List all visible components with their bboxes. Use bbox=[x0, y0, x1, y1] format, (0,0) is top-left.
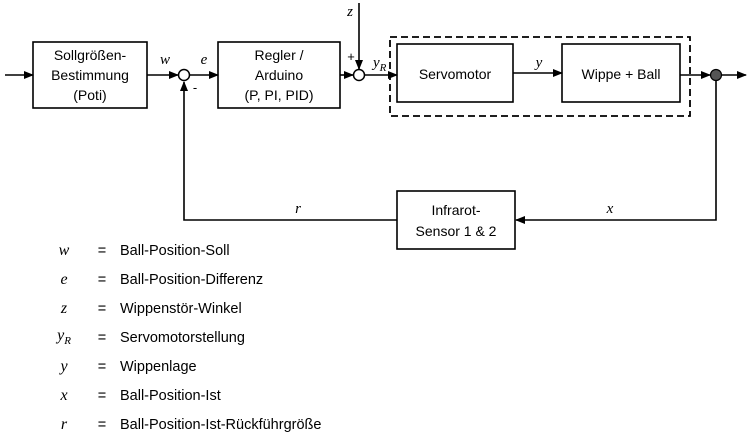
setpoint-block: Sollgrößen- Bestimmung (Poti) bbox=[32, 41, 148, 109]
signal-x-label: x bbox=[606, 201, 614, 217]
seesaw-block: Wippe + Ball bbox=[561, 43, 681, 103]
signal-r-label: r bbox=[295, 201, 301, 217]
setpoint-label-2: Bestimmung bbox=[51, 67, 129, 83]
legend-symbol: e bbox=[60, 270, 68, 288]
legend-description: Ball-Position-Soll bbox=[120, 242, 230, 259]
legend-equals: = bbox=[97, 358, 107, 375]
signal-e-label: e bbox=[201, 52, 208, 68]
signal-z-label: z bbox=[346, 4, 353, 20]
controller-label-3: (P, PI, PID) bbox=[245, 87, 314, 103]
sensor-block: Infrarot- Sensor 1 & 2 bbox=[396, 190, 516, 250]
legend-symbol: z bbox=[60, 299, 68, 317]
servomotor-block: Servomotor bbox=[396, 43, 514, 103]
legend-row: z = Wippenstör-Winkel bbox=[40, 294, 321, 323]
legend-description: Ball-Position-Ist-Rückführgröße bbox=[120, 416, 322, 433]
legend-description: Ball-Position-Ist bbox=[120, 387, 221, 404]
sensor-label-2: Sensor 1 & 2 bbox=[416, 223, 497, 239]
plus-sign: + bbox=[347, 49, 355, 64]
legend-equals: = bbox=[97, 271, 107, 288]
legend-description: Servomotorstellung bbox=[120, 329, 245, 346]
legend-row: w = Ball-Position-Soll bbox=[40, 236, 321, 265]
controller-label-2: Arduino bbox=[255, 67, 303, 83]
legend-row: e = Ball-Position-Differenz bbox=[40, 265, 321, 294]
controller-block: Regler / Arduino (P, PI, PID) bbox=[217, 41, 341, 109]
legend-description: Wippenlage bbox=[120, 358, 197, 375]
signal-yR-label: yR bbox=[371, 55, 387, 74]
legend-symbol: y bbox=[60, 357, 68, 375]
servomotor-label: Servomotor bbox=[419, 66, 492, 82]
setpoint-label-3: (Poti) bbox=[73, 87, 106, 103]
branch-point bbox=[709, 68, 723, 82]
legend-description: Ball-Position-Differenz bbox=[120, 271, 264, 288]
legend-equals: = bbox=[97, 329, 107, 346]
summing-junction-error bbox=[177, 68, 191, 82]
legend-row: yR = Servomotorstellung bbox=[40, 323, 321, 352]
legend-equals: = bbox=[97, 242, 107, 259]
legend-row: y = Wippenlage bbox=[40, 352, 321, 381]
x-feedback-line bbox=[515, 81, 717, 224]
legend-symbol: yR bbox=[57, 327, 71, 348]
seesaw-label: Wippe + Ball bbox=[582, 66, 661, 82]
signal-w-label: w bbox=[160, 52, 170, 68]
legend-equals: = bbox=[97, 300, 107, 317]
legend-row: x = Ball-Position-Ist bbox=[40, 381, 321, 410]
legend-description: Wippenstör-Winkel bbox=[120, 300, 242, 317]
signal-y-label: y bbox=[534, 55, 543, 71]
legend-symbol: x bbox=[60, 386, 68, 404]
legend-row: r = Ball-Position-Ist-Rückführgröße bbox=[40, 410, 322, 439]
legend-symbol: w bbox=[58, 241, 70, 259]
legend-equals: = bbox=[97, 416, 107, 433]
legend-symbol: r bbox=[60, 415, 68, 433]
sensor-label-1: Infrarot- bbox=[431, 202, 480, 218]
symbol-legend: w = Ball-Position-Soll e = Ball-Position-Diff… bbox=[40, 236, 321, 439]
minus-sign: - bbox=[193, 80, 197, 95]
r-feedback-line bbox=[180, 81, 397, 221]
setpoint-label-1: Sollgrößen- bbox=[54, 47, 127, 63]
legend-equals: = bbox=[97, 387, 107, 404]
summing-junction-disturbance bbox=[352, 68, 366, 82]
controller-label-1: Regler / bbox=[254, 47, 303, 63]
